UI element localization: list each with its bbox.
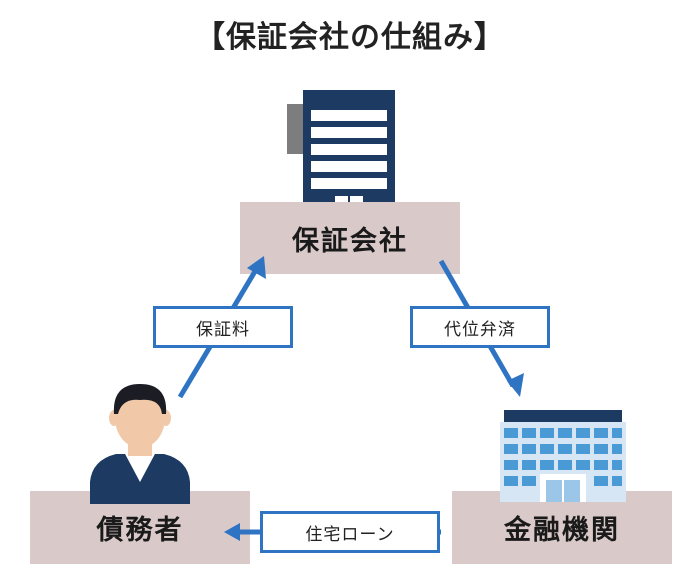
subrogation-label: 代位弁済 (410, 306, 550, 348)
fee-label: 保証料 (153, 306, 293, 348)
bank-building-icon (500, 410, 626, 502)
arrowhead-fee (247, 256, 266, 279)
guarantor-node: 保証会社 (240, 202, 460, 274)
debtor-node: 債務者 (30, 491, 250, 564)
bank-node: 金融機関 (452, 491, 672, 564)
person-icon (90, 384, 190, 504)
arrowhead-loan (224, 523, 240, 541)
diagram-title: 【保証会社の仕組み】 (195, 20, 505, 55)
arrowhead-subrogation (507, 373, 524, 397)
loan-label: 住宅ローン (260, 511, 440, 553)
